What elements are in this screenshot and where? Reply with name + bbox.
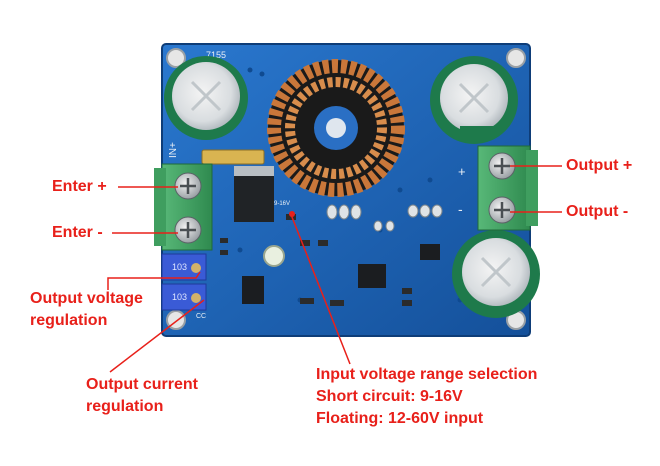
label-output-plus: Output +: [566, 157, 633, 174]
input-terminal-block: [154, 163, 213, 251]
label-input-range-line3: Floating: 12-60V input: [316, 410, 484, 427]
label-output-minus: Output -: [566, 203, 629, 220]
silk-in-plus: IN+: [168, 142, 179, 158]
capacitor-output-top: [430, 56, 518, 144]
label-input-range-line1: Input voltage range selection: [316, 366, 538, 383]
svg-text:103: 103: [172, 262, 187, 272]
silk-range: 9-16V: [274, 201, 290, 207]
output-terminal-block: [477, 145, 538, 231]
controller-ic: [358, 264, 386, 288]
capacitor-input: [164, 56, 248, 140]
fuse: [201, 149, 265, 165]
silk-model: 7155: [206, 50, 226, 60]
annotation-lines: [107, 165, 562, 373]
label-voltage-regulation: Output voltage regulation: [30, 288, 143, 332]
label-enter-plus: Enter +: [52, 178, 107, 195]
range-pad-marker: [289, 211, 295, 217]
label-input-range-line2: Short circuit: 9-16V: [316, 388, 463, 405]
label-input-range: Input voltage range selection Short circ…: [316, 364, 537, 430]
svg-text:103: 103: [172, 292, 187, 302]
driver-ic: [242, 276, 264, 304]
small-ic: [420, 244, 440, 260]
mosfet: [234, 166, 274, 222]
label-voltage-regulation-line1: Output voltage: [30, 290, 143, 307]
capacitor-output-bottom: [452, 230, 540, 318]
label-current-regulation: Output current regulation: [86, 374, 198, 418]
potentiometer-current[interactable]: 103: [161, 283, 207, 311]
toroid-inductor: [267, 59, 405, 197]
mounting-hole: [166, 48, 186, 68]
label-current-regulation-line2: regulation: [86, 398, 164, 415]
indicator-led: [263, 245, 285, 267]
smd-components: [220, 214, 412, 306]
silk-out-minus: -: [458, 201, 463, 217]
mounting-hole: [506, 48, 526, 68]
silk-out-plus: +: [458, 164, 466, 179]
label-current-regulation-line1: Output current: [86, 376, 198, 393]
potentiometer-voltage[interactable]: 103: [161, 253, 207, 281]
label-voltage-regulation-line2: regulation: [30, 312, 108, 329]
silk-cc: CC: [196, 313, 206, 320]
label-enter-minus: Enter -: [52, 224, 103, 241]
